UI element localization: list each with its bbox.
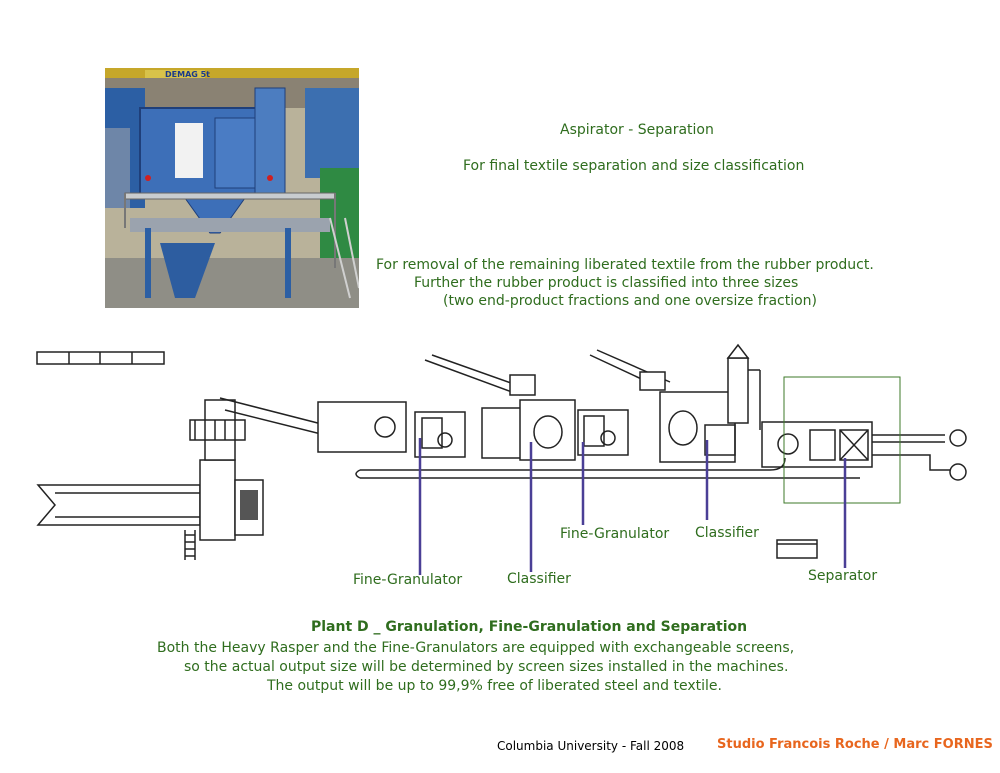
description-line-1: For removal of the remaining liberated t…: [376, 257, 874, 273]
aspirator-photo: DEMAG 5t: [105, 68, 359, 308]
section-title: Aspirator - Separation: [560, 122, 714, 138]
legend-box: [776, 539, 818, 559]
caption-title: Plant D _ Granulation, Fine-Granulation …: [311, 619, 748, 635]
label-fine-granulator-2: Fine-Granulator: [560, 526, 670, 542]
crane-sign: DEMAG 5t: [165, 70, 210, 79]
infeed-conveyor: [36, 484, 201, 526]
caption-line-3: The output will be up to 99,9% free of l…: [267, 678, 722, 694]
separator-highlight-box: [783, 376, 901, 504]
caption-line-2: so the actual output size will be determ…: [184, 659, 789, 675]
caption-line-1: Both the Heavy Rasper and the Fine-Granu…: [157, 640, 795, 656]
label-fine-granulator-1: Fine-Granulator: [353, 572, 463, 588]
section-subtitle: For final textile separation and size cl…: [463, 158, 805, 174]
plant-diagram: [36, 343, 967, 575]
description-line-3: (two end-product fractions and one overs…: [443, 293, 818, 309]
label-classifier-1: Classifier: [507, 571, 571, 587]
description-line-2: Further the rubber product is classified…: [414, 275, 799, 291]
footer-studio: Studio Francois Roche / Marc FORNES: [717, 737, 993, 752]
footer-institution: Columbia University - Fall 2008: [497, 739, 685, 753]
label-classifier-2: Classifier: [695, 525, 759, 541]
leader-lines: [418, 438, 847, 575]
label-separator: Separator: [808, 568, 878, 584]
heavy-rasper: [199, 459, 236, 541]
classifier-1: [519, 399, 576, 461]
